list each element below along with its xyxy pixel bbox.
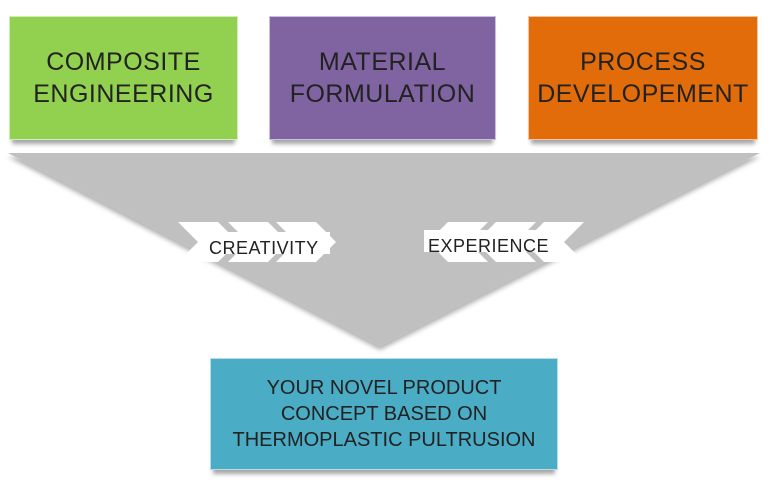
composite-line1: COMPOSITE: [46, 48, 201, 76]
creativity-label: CREATIVITY: [209, 238, 319, 258]
material-line1: MATERIAL: [318, 48, 447, 76]
creativity-label-bg: [204, 232, 330, 254]
material-line2: FORMULATION: [289, 80, 476, 108]
experience-label: EXPERIENCE: [428, 236, 550, 256]
result-line2: CONCEPT BASED ON: [280, 403, 488, 425]
funnel-triangle: [8, 153, 760, 346]
process-line1: PROCESS: [580, 48, 706, 76]
composite-line2: ENGINEERING: [33, 80, 214, 108]
composite-engineering-box: COMPOSITE ENGINEERING: [9, 16, 238, 140]
novel-product-concept-box: YOUR NOVEL PRODUCT CONCEPT BASED ON THER…: [210, 358, 558, 470]
process-development-box: PROCESS DEVELOPEMENT: [528, 16, 758, 140]
result-line1: YOUR NOVEL PRODUCT: [266, 377, 502, 399]
process-line2: DEVELOPEMENT: [537, 80, 749, 108]
result-line3: THERMOPLASTIC PULTRUSION: [232, 429, 536, 451]
experience-label-bg: [424, 230, 554, 252]
material-formulation-box: MATERIAL FORMULATION: [269, 16, 496, 140]
